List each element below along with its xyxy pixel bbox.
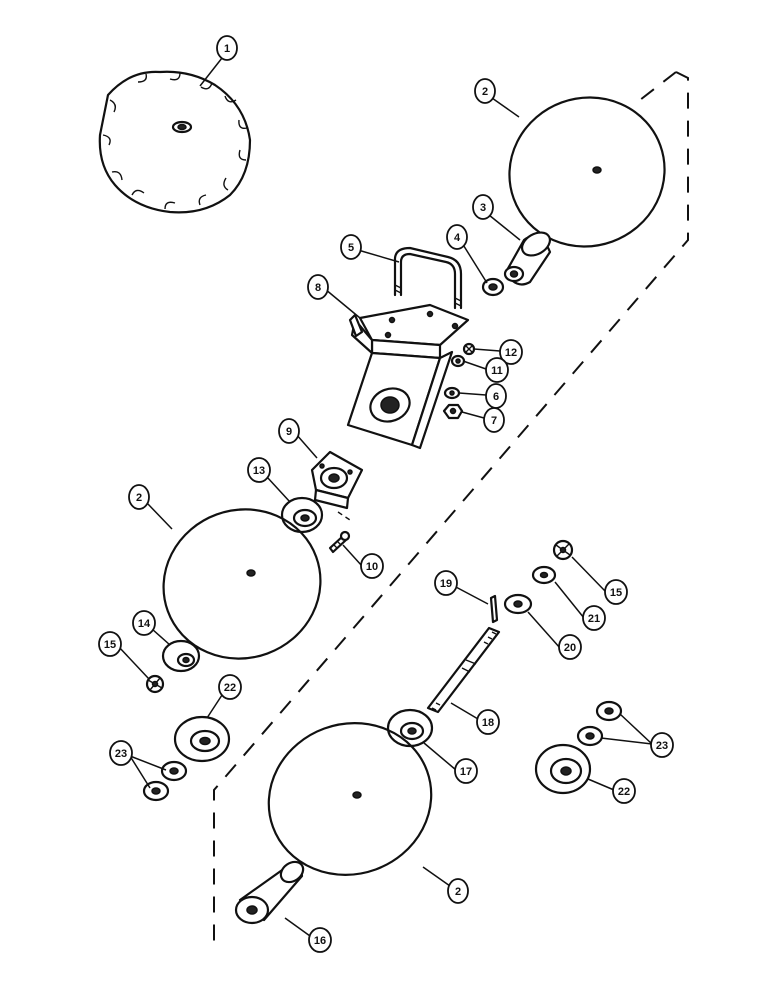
svg-text:6: 6 bbox=[493, 391, 499, 403]
flange-bearing bbox=[310, 450, 364, 510]
svg-text:8: 8 bbox=[315, 282, 321, 294]
callout-2-upper: 2 bbox=[474, 78, 496, 104]
leader-lines bbox=[117, 57, 653, 937]
washer-21 bbox=[531, 565, 557, 585]
svg-text:19: 19 bbox=[440, 578, 452, 590]
callout-21: 21 bbox=[582, 605, 606, 631]
svg-text:1: 1 bbox=[224, 43, 230, 55]
svg-text:3: 3 bbox=[480, 202, 486, 214]
callout-7: 7 bbox=[483, 407, 505, 433]
svg-text:16: 16 bbox=[314, 935, 326, 947]
callout-2-middle: 2 bbox=[128, 484, 150, 510]
svg-text:11: 11 bbox=[491, 365, 503, 377]
callout-1: 1 bbox=[216, 35, 238, 61]
bearing-cup-13 bbox=[280, 496, 324, 534]
svg-text:13: 13 bbox=[253, 465, 265, 477]
lock-washer-6 bbox=[443, 386, 461, 400]
callout-15-upper: 15 bbox=[604, 579, 628, 605]
castle-nut-lower bbox=[145, 674, 165, 694]
callout-12: 12 bbox=[499, 339, 523, 365]
plain-disc-lower bbox=[267, 722, 433, 876]
callout-16: 16 bbox=[308, 927, 332, 953]
svg-text:10: 10 bbox=[366, 561, 378, 573]
svg-text:5: 5 bbox=[348, 242, 354, 254]
washers-23-left bbox=[142, 760, 188, 802]
svg-text:22: 22 bbox=[224, 682, 236, 694]
svg-text:20: 20 bbox=[564, 642, 576, 654]
svg-text:15: 15 bbox=[610, 587, 622, 599]
callout-19: 19 bbox=[434, 570, 458, 596]
spool-cup bbox=[503, 231, 552, 286]
svg-text:23: 23 bbox=[115, 748, 127, 760]
callout-5: 5 bbox=[340, 234, 362, 260]
svg-text:15: 15 bbox=[104, 639, 116, 651]
cone-22-left bbox=[173, 715, 231, 763]
washer-20 bbox=[503, 593, 533, 615]
washers-23-right bbox=[576, 700, 623, 747]
callout-4: 4 bbox=[446, 224, 468, 250]
svg-text:2: 2 bbox=[455, 886, 461, 898]
nut-4 bbox=[481, 277, 505, 297]
callout-2-lower: 2 bbox=[447, 878, 469, 904]
spacer-14 bbox=[161, 639, 201, 673]
pin-19 bbox=[489, 594, 499, 624]
callout-18: 18 bbox=[476, 709, 500, 735]
castle-nut-upper bbox=[552, 539, 574, 561]
callout-15-lower: 15 bbox=[98, 631, 122, 657]
callout-22-left: 22 bbox=[218, 674, 242, 700]
plain-disc-middle bbox=[162, 508, 322, 660]
callout-9: 9 bbox=[278, 418, 300, 444]
svg-text:14: 14 bbox=[138, 618, 151, 630]
callout-8: 8 bbox=[307, 274, 329, 300]
bearing-cup-17 bbox=[386, 708, 434, 748]
svg-text:17: 17 bbox=[460, 766, 472, 778]
callout-17: 17 bbox=[454, 758, 478, 784]
callout-11: 11 bbox=[485, 357, 509, 383]
u-bolt bbox=[393, 246, 463, 310]
callout-13: 13 bbox=[247, 457, 271, 483]
mounting-bracket bbox=[346, 303, 470, 450]
callout-6: 6 bbox=[485, 383, 507, 409]
cone-22-right bbox=[534, 743, 592, 795]
svg-text:22: 22 bbox=[618, 786, 630, 798]
callout-23-right: 23 bbox=[650, 732, 674, 758]
svg-text:2: 2 bbox=[136, 492, 142, 504]
washer-11 bbox=[450, 354, 466, 368]
svg-text:7: 7 bbox=[491, 415, 497, 427]
callout-10: 10 bbox=[360, 553, 384, 579]
svg-text:9: 9 bbox=[286, 426, 292, 438]
svg-text:23: 23 bbox=[656, 740, 668, 752]
svg-text:21: 21 bbox=[588, 613, 600, 625]
bolt-10 bbox=[328, 530, 351, 554]
callout-14: 14 bbox=[132, 610, 156, 636]
svg-text:2: 2 bbox=[482, 86, 488, 98]
callout-3: 3 bbox=[472, 194, 494, 220]
svg-text:12: 12 bbox=[505, 347, 517, 359]
svg-text:4: 4 bbox=[454, 232, 461, 244]
svg-text:18: 18 bbox=[482, 717, 494, 729]
callout-23-left: 23 bbox=[109, 740, 133, 766]
plain-disc-upper bbox=[508, 96, 666, 248]
lock-washer-12 bbox=[462, 342, 476, 356]
frame-outline bbox=[213, 71, 689, 945]
spool-16 bbox=[234, 860, 305, 925]
callout-20: 20 bbox=[558, 634, 582, 660]
bearing-leader-dash bbox=[337, 511, 351, 521]
notched-disc bbox=[98, 70, 252, 214]
callout-22-right: 22 bbox=[612, 778, 636, 804]
nut-7 bbox=[442, 403, 464, 420]
shaft-18 bbox=[426, 626, 501, 714]
